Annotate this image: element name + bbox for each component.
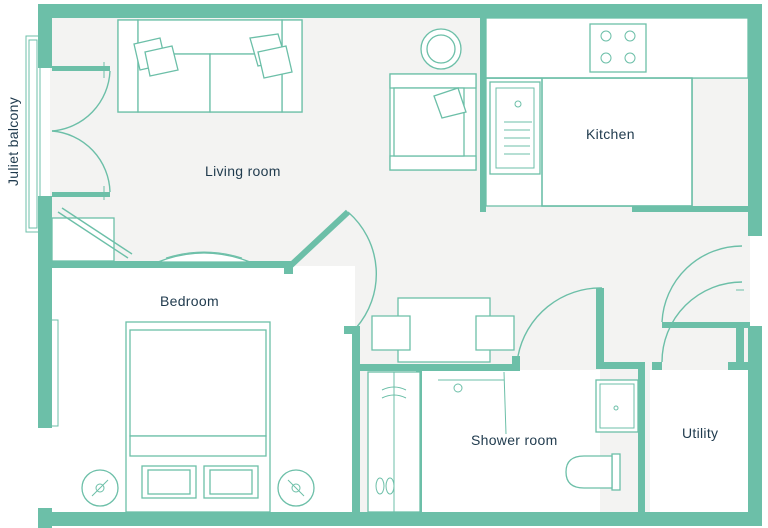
label-utility: Utility [682, 425, 718, 441]
kitchen-units [485, 17, 749, 207]
tv-unit [157, 251, 251, 263]
hob-icon [589, 23, 647, 73]
wardrobe [367, 371, 421, 513]
label-kitchen: Kitchen [586, 126, 635, 142]
label-shower-room: Shower room [471, 432, 558, 448]
storage-cupboard [51, 207, 133, 262]
juliet-balcony [25, 35, 41, 233]
shower-room-fittings [438, 287, 639, 491]
label-juliet-balcony: Juliet balcony [5, 97, 21, 186]
bedside-lamp-icon [81, 469, 315, 507]
sofa [117, 19, 303, 113]
living-room-door [285, 209, 377, 329]
lamp-table-icon [420, 28, 462, 70]
armchair [389, 73, 477, 171]
balcony-doors [51, 62, 111, 200]
bedroom-window [39, 319, 59, 427]
utility-fittings [661, 245, 744, 363]
label-bedroom: Bedroom [160, 293, 219, 309]
double-bed [125, 321, 271, 513]
label-living-room: Living room [205, 163, 281, 179]
dining-table [371, 297, 515, 363]
